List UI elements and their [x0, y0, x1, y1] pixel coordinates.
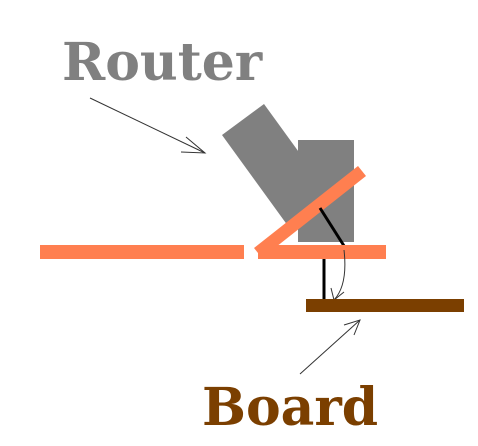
router-base-plate — [254, 166, 366, 258]
table-left — [40, 245, 244, 259]
router-pointer-line — [89, 97, 206, 154]
board-label: Board — [202, 377, 378, 438]
router-bit — [318, 207, 348, 250]
rotation-arrow — [333, 249, 346, 301]
rotation-arrowhead — [330, 287, 345, 301]
router-label: Router — [62, 32, 263, 93]
table-right — [258, 245, 386, 259]
router-pointer-arrowhead — [180, 136, 207, 154]
board-pointer-arrowhead — [343, 319, 361, 336]
board-pointer-line — [299, 319, 361, 375]
router-body — [222, 104, 330, 226]
board — [306, 299, 464, 312]
